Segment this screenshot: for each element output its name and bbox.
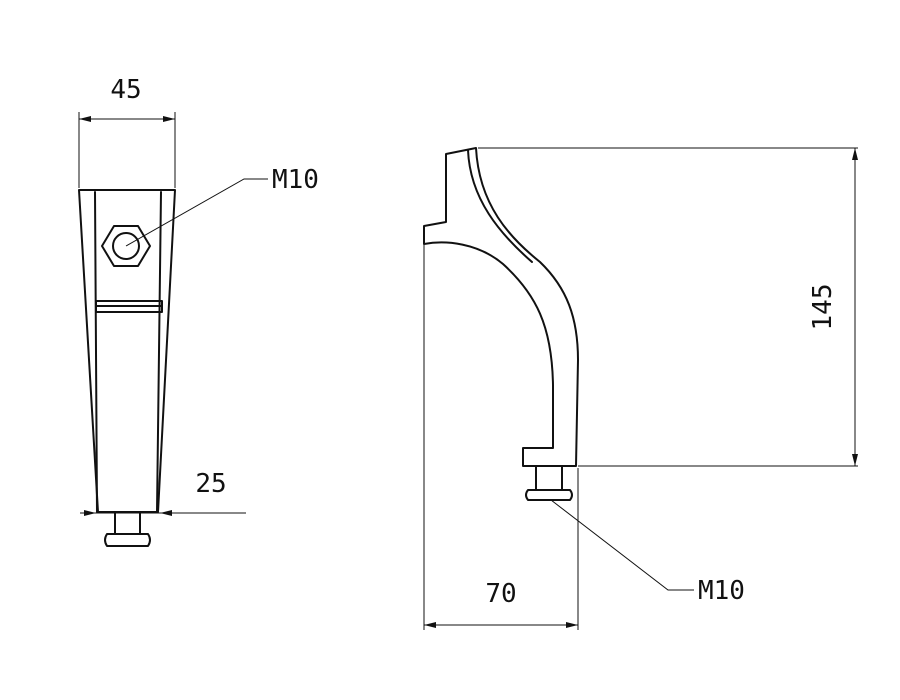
height-dimension: 145 xyxy=(478,147,858,467)
front-thread-callout: M10 xyxy=(125,165,319,247)
side-foot-pad xyxy=(525,489,573,501)
side-foot-stem xyxy=(535,465,563,491)
width-dimension: 45 xyxy=(78,75,176,188)
depth-dimension: 70 xyxy=(423,244,579,630)
side-thread-callout: M10 xyxy=(550,499,745,606)
bottom-dimension: 25 xyxy=(80,469,246,516)
arm-outline xyxy=(423,147,579,467)
foot-pad xyxy=(104,533,151,547)
width-dimension-label: 45 xyxy=(110,75,141,105)
side-thread-label: M10 xyxy=(698,576,745,606)
leg-slot xyxy=(94,191,162,513)
bottom-dimension-label: 25 xyxy=(195,469,226,499)
side-view: 145 70 M10 xyxy=(423,147,858,630)
bolt-hole xyxy=(112,232,140,260)
height-dimension-label: 145 xyxy=(808,284,838,331)
hex-nut xyxy=(101,225,151,267)
front-thread-label: M10 xyxy=(272,165,319,195)
depth-dimension-label: 70 xyxy=(485,579,516,609)
arm-fillet xyxy=(467,149,533,263)
front-view: 45 25 M10 xyxy=(78,75,319,547)
clamp-plate xyxy=(95,300,163,313)
foot-stem xyxy=(114,511,141,535)
